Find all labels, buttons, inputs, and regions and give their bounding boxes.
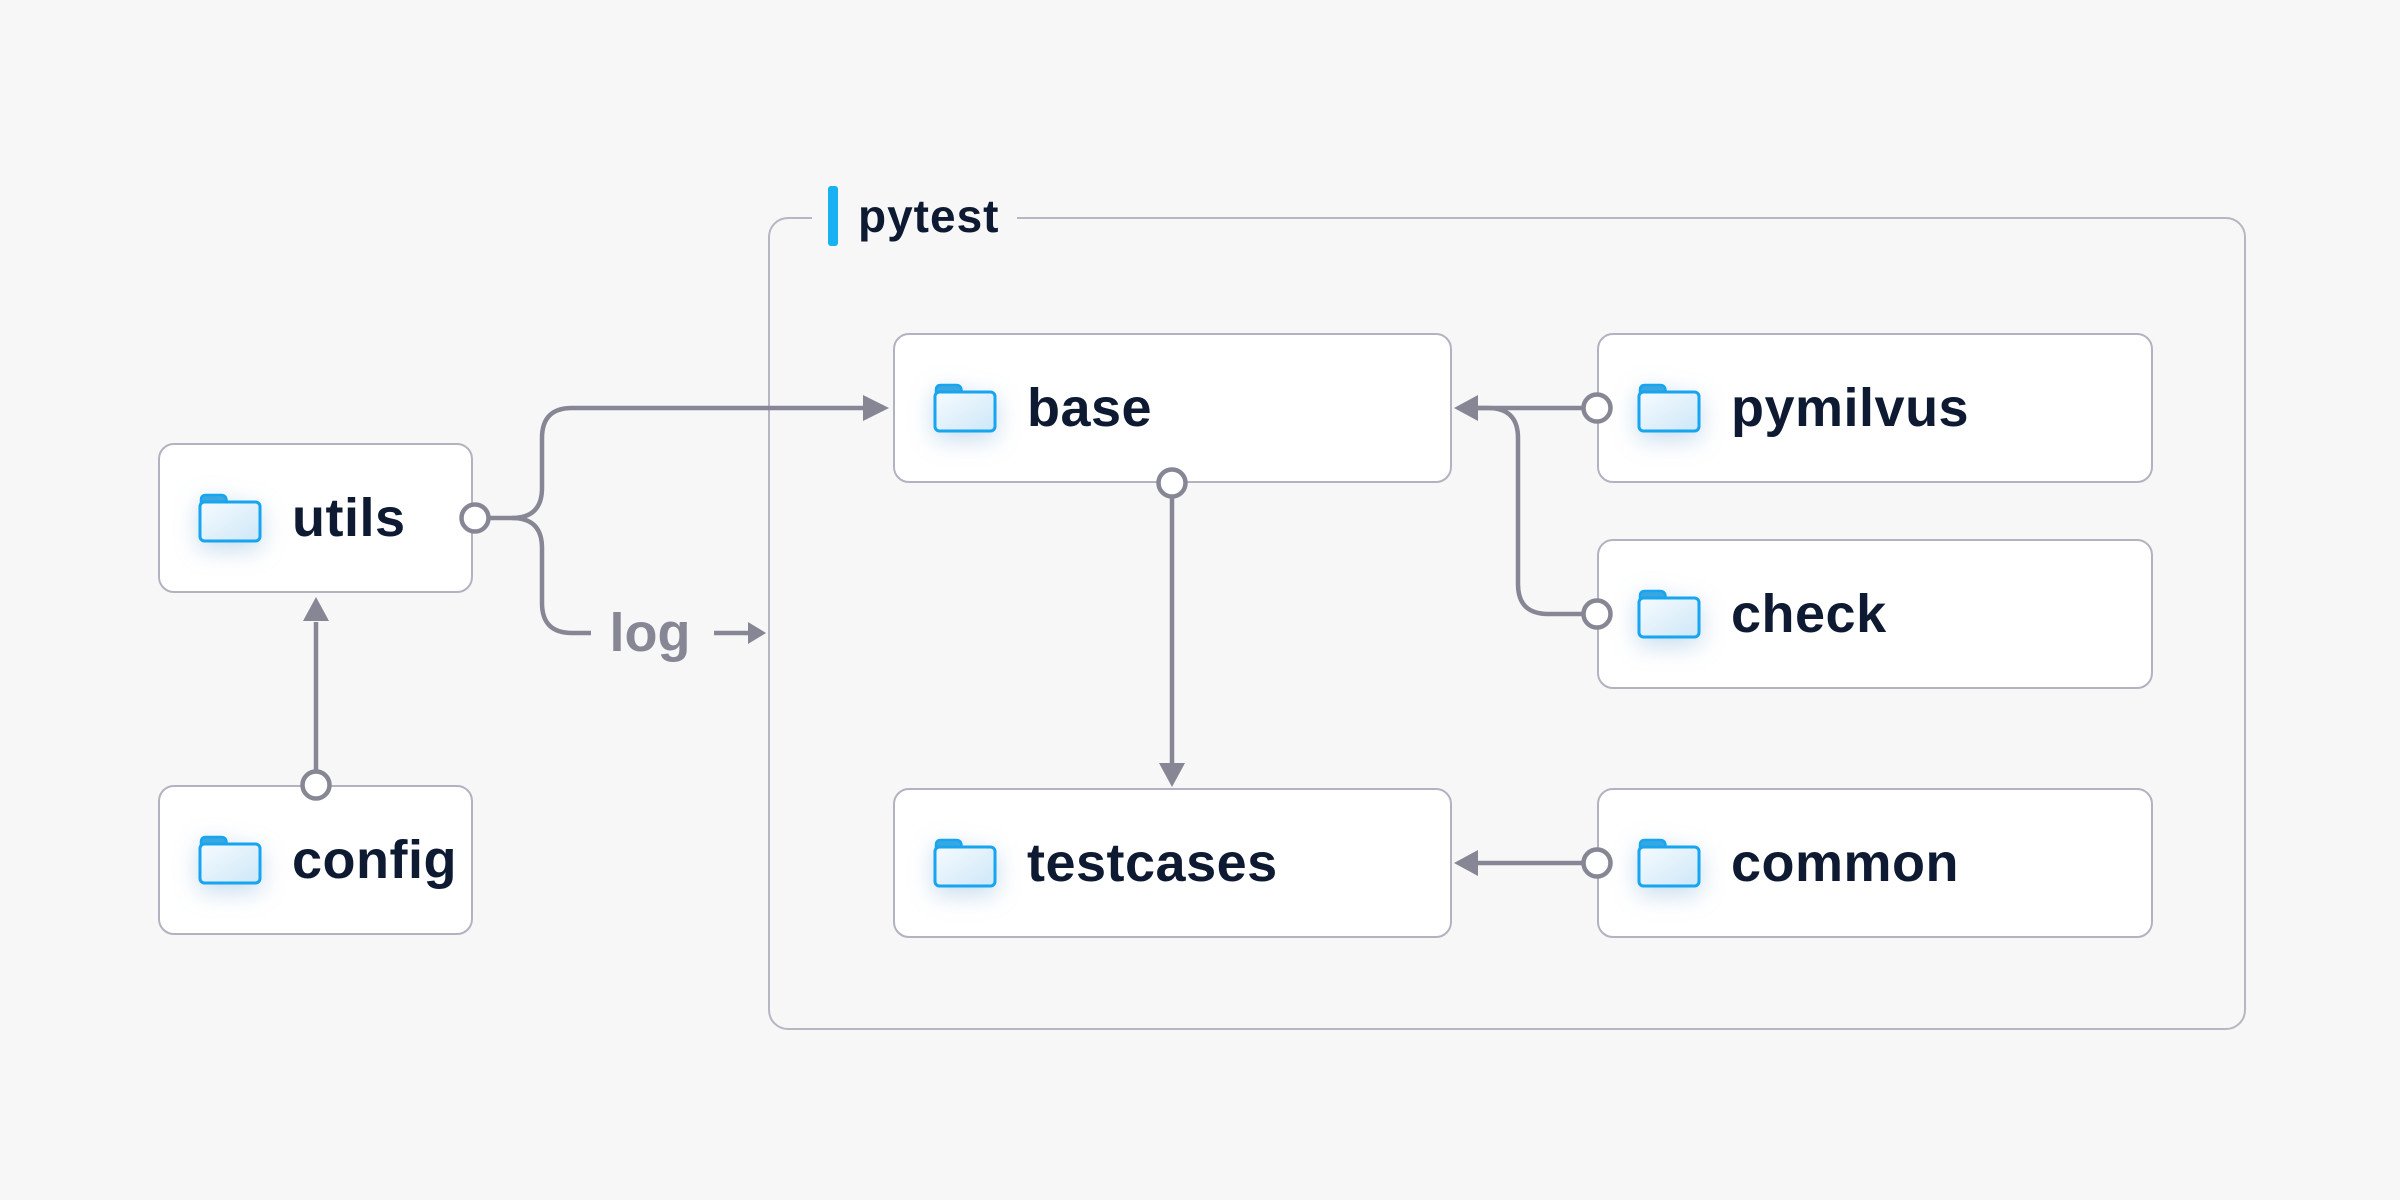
folder-icon: [198, 492, 262, 544]
node-base-label: base: [1027, 378, 1153, 438]
pytest-accent-bar: [828, 186, 838, 246]
node-common: common: [1597, 788, 2153, 938]
edge-utils-to-log-line: [511, 515, 591, 636]
node-testcases-label: testcases: [1027, 833, 1278, 893]
node-check-label: check: [1731, 584, 1887, 644]
node-config-label: config: [292, 830, 457, 890]
folder-icon: [933, 382, 997, 434]
folder-icon: [1637, 382, 1701, 434]
edge-config-to-utils: [300, 597, 332, 801]
folder-icon: [933, 837, 997, 889]
node-check: check: [1597, 539, 2153, 689]
edge-label-log: log: [609, 603, 691, 663]
node-base: base: [893, 333, 1452, 483]
folder-icon: [1637, 837, 1701, 889]
node-pymilvus: pymilvus: [1597, 333, 2153, 483]
node-config: config: [158, 785, 473, 935]
pytest-group-label: pytest: [812, 185, 1018, 247]
pytest-group-title: pytest: [858, 190, 1000, 242]
pytest-group-container: [768, 217, 2246, 1030]
node-common-label: common: [1731, 833, 1960, 893]
node-pymilvus-label: pymilvus: [1731, 378, 1970, 438]
edge-log-arrowhead: [748, 622, 766, 644]
folder-icon: [198, 834, 262, 886]
node-testcases: testcases: [893, 788, 1452, 938]
folder-icon: [1637, 588, 1701, 640]
node-utils-label: utils: [292, 488, 406, 548]
node-utils: utils: [158, 443, 473, 593]
edge-config-to-utils-arrowhead: [303, 597, 329, 621]
